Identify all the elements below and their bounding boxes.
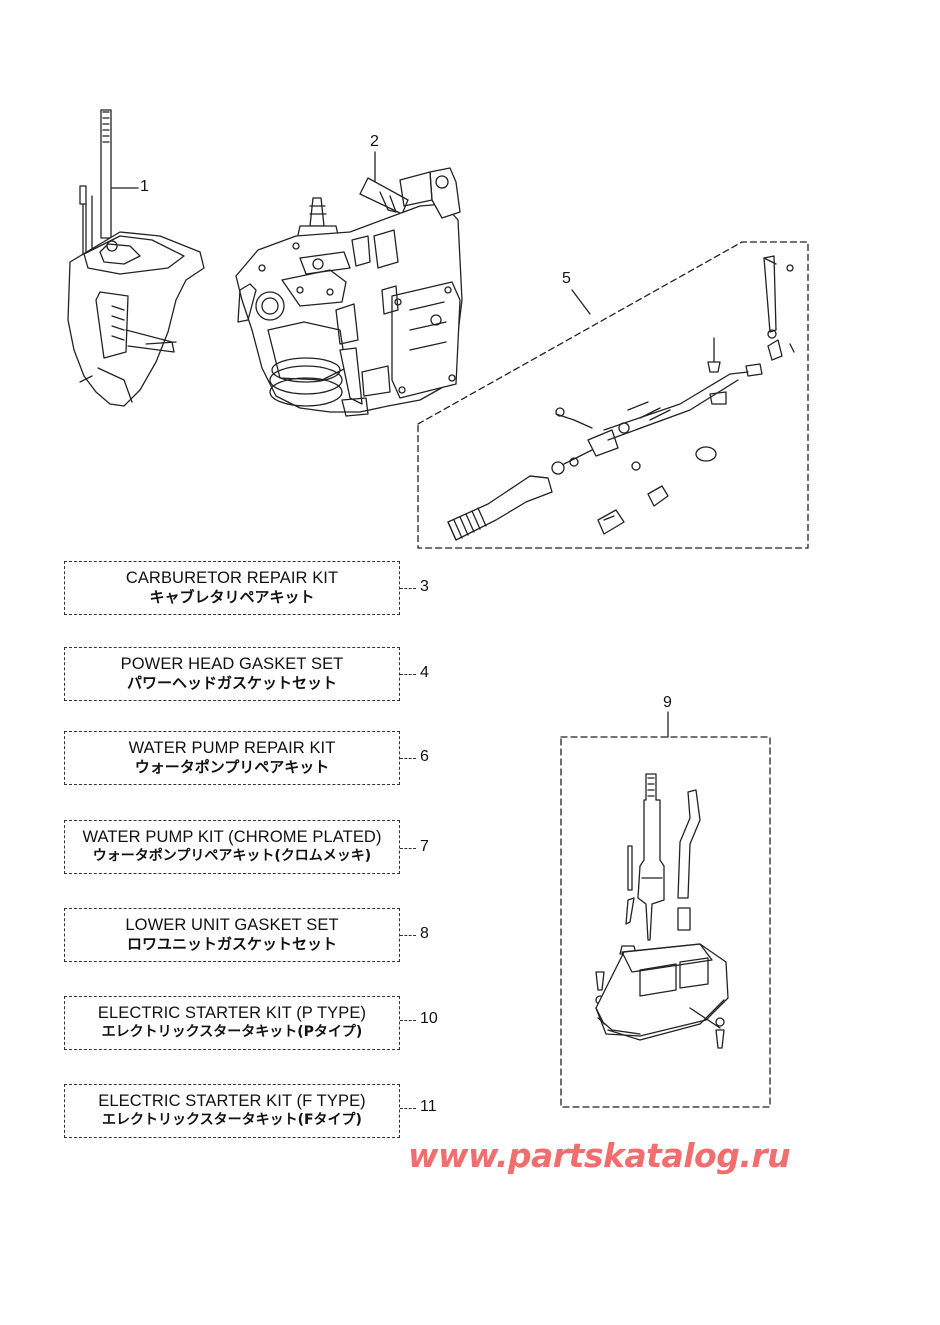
- kit-leader-line: [400, 758, 416, 759]
- kit-leader-line: [400, 588, 416, 589]
- kit-name-jp: エレクトリックスタータキット(Pタイプ): [101, 1024, 363, 1040]
- kit-name-en: WATER PUMP REPAIR KIT: [128, 739, 336, 757]
- kit-leader-line: [400, 848, 416, 849]
- kit-number: 4: [420, 664, 429, 681]
- kit-number: 3: [420, 578, 429, 595]
- kit-name-jp: ウォータポンプリペアキット(クロムメッキ): [92, 848, 372, 864]
- kit-number: 6: [420, 748, 429, 765]
- callout-5: 5: [562, 270, 571, 287]
- tiller-handle-drawing: [417, 241, 809, 549]
- kit-name-en: ELECTRIC STARTER KIT (P TYPE): [97, 1004, 367, 1022]
- lower-housing-drawing: [560, 711, 771, 1108]
- kit-name-en: ELECTRIC STARTER KIT (F TYPE): [98, 1092, 366, 1110]
- kit-name-en: CARBURETOR REPAIR KIT: [125, 569, 339, 587]
- kit-box-power-head-gasket: POWER HEAD GASKET SET パワーヘッドガスケットセット: [64, 647, 400, 701]
- kit-name-en: POWER HEAD GASKET SET: [120, 655, 344, 673]
- kit-box-lower-unit-gasket: LOWER UNIT GASKET SET ロワユニットガスケットセット: [64, 908, 400, 962]
- kit-box-electric-starter-p: ELECTRIC STARTER KIT (P TYPE) エレクトリックスター…: [64, 996, 400, 1050]
- kit-box-carburetor-repair: CARBURETOR REPAIR KIT キャブレタリペアキット: [64, 561, 400, 615]
- kit-name-jp: パワーヘッドガスケットセット: [126, 674, 337, 692]
- callout-1: 1: [140, 178, 149, 195]
- kit-number: 10: [420, 1010, 438, 1027]
- kit-name-jp: ウォータポンプリペアキット: [134, 758, 330, 776]
- kit-box-electric-starter-f: ELECTRIC STARTER KIT (F TYPE) エレクトリックスター…: [64, 1084, 400, 1138]
- kit-number: 11: [420, 1098, 437, 1115]
- kit-box-water-pump-chrome: WATER PUMP KIT (CHROME PLATED) ウォータポンプリペ…: [64, 820, 400, 874]
- kit-leader-line: [400, 935, 416, 936]
- lower-unit-drawing: [67, 109, 205, 407]
- kit-leader-line: [400, 1020, 416, 1021]
- power-head-drawing: [235, 151, 463, 417]
- kit-leader-line: [400, 674, 416, 675]
- callout-2: 2: [370, 133, 379, 150]
- kit-name-jp: エレクトリックスタータキット(Fタイプ): [102, 1112, 362, 1128]
- kit-box-water-pump-repair: WATER PUMP REPAIR KIT ウォータポンプリペアキット: [64, 731, 400, 785]
- kit-leader-line: [400, 1108, 416, 1109]
- kit-number: 8: [420, 925, 429, 942]
- kit-name-en: WATER PUMP KIT (CHROME PLATED): [82, 828, 382, 846]
- kit-name-jp: キャブレタリペアキット: [149, 588, 315, 606]
- watermark-url: www.partskatalog.ru: [408, 1136, 791, 1175]
- kit-name-en: LOWER UNIT GASKET SET: [125, 916, 339, 934]
- kit-name-jp: ロワユニットガスケットセット: [126, 935, 337, 953]
- callout-9: 9: [663, 694, 672, 711]
- kit-number: 7: [420, 838, 429, 855]
